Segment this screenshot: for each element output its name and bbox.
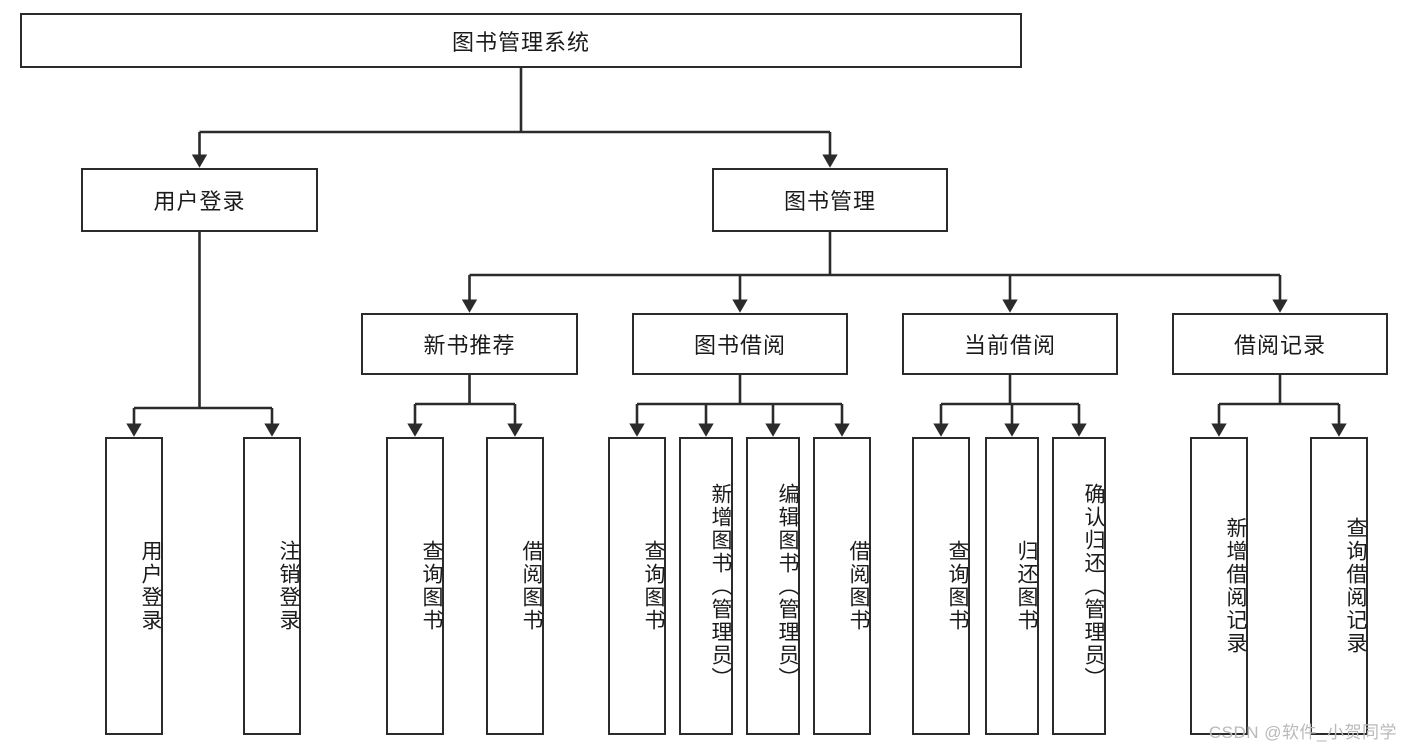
leaf-node[interactable]: 借阅图书 [486,437,544,735]
leaf-node[interactable]: 注销登录 [243,437,301,735]
leaf-node[interactable]: 确认归还（管理员） [1052,437,1106,735]
node-new-book-recommend[interactable]: 新书推荐 [361,313,578,375]
leaf-node[interactable]: 新增图书（管理员） [679,437,733,735]
leaf-node[interactable]: 查询借阅记录 [1310,437,1368,735]
node-book-management[interactable]: 图书管理 [712,168,948,232]
leaf-node[interactable]: 查询图书 [912,437,970,735]
leaf-node[interactable]: 用户登录 [105,437,163,735]
node-book-borrow[interactable]: 图书借阅 [632,313,848,375]
node-root[interactable]: 图书管理系统 [20,13,1022,68]
node-borrow-records[interactable]: 借阅记录 [1172,313,1388,375]
leaf-node[interactable]: 查询图书 [386,437,444,735]
leaf-node[interactable]: 归还图书 [985,437,1039,735]
leaf-node[interactable]: 查询图书 [608,437,666,735]
leaf-node[interactable]: 新增借阅记录 [1190,437,1248,735]
leaf-node[interactable]: 编辑图书（管理员） [746,437,800,735]
leaf-node[interactable]: 借阅图书 [813,437,871,735]
node-current-borrow[interactable]: 当前借阅 [902,313,1118,375]
csdn-watermark: CSDN @软件_小贺同学 [1208,723,1397,742]
node-user-login[interactable]: 用户登录 [81,168,318,232]
